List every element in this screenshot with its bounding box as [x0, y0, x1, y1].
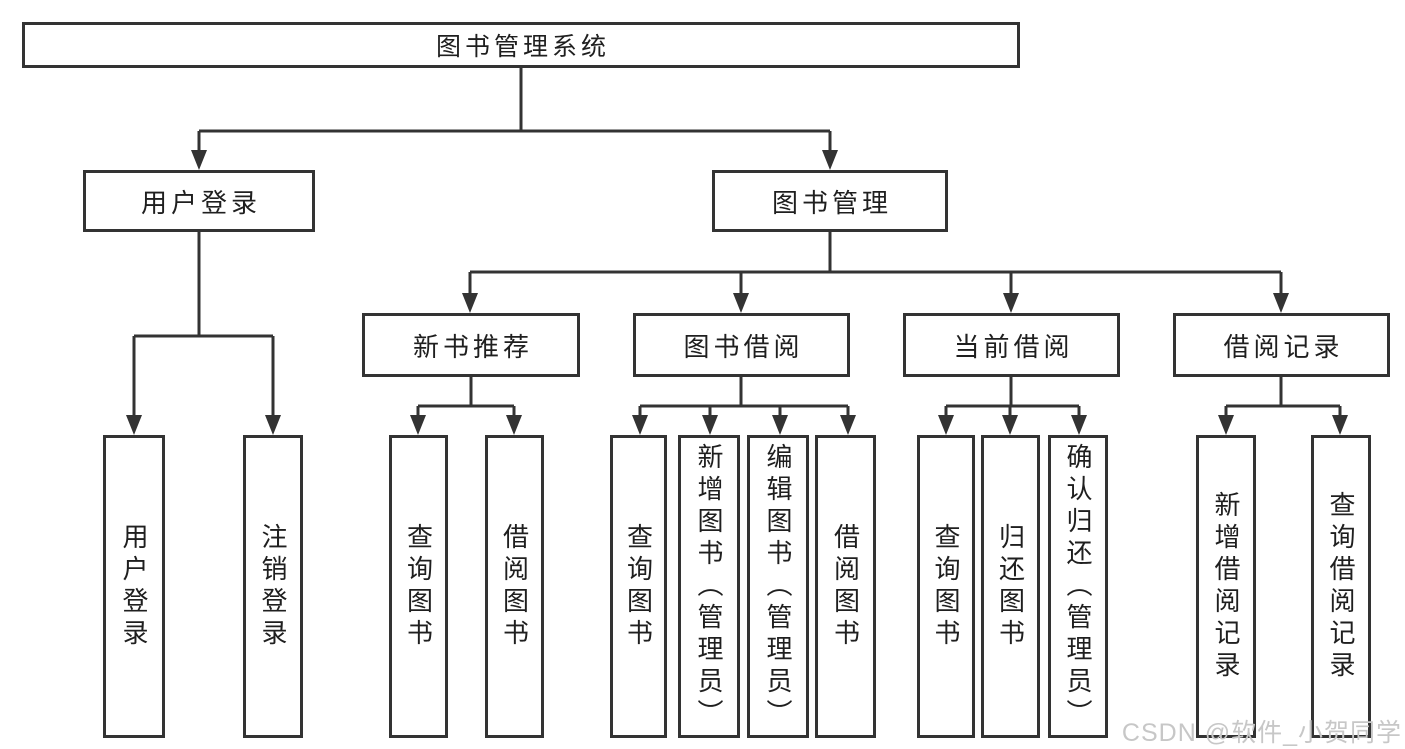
leaf-borrow-books-recommend: 借阅图书	[485, 435, 544, 738]
leaf-add-books-admin: 新增图书（管理员）	[678, 435, 740, 738]
node-book-management: 图书管理	[712, 170, 948, 232]
leaf-borrow-books-recommend-label: 借阅图书	[499, 522, 530, 651]
leaf-add-borrow-record-label: 新增借阅记录	[1211, 490, 1241, 683]
leaf-edit-books-admin-label: 编辑图书（管理员）	[763, 442, 793, 731]
node-new-book-recommend: 新书推荐	[362, 313, 580, 377]
leaf-borrow-books-borrowing-label: 借阅图书	[830, 522, 861, 651]
leaf-query-borrow-record: 查询借阅记录	[1311, 435, 1371, 738]
leaf-query-books-recommend: 查询图书	[389, 435, 448, 738]
node-user-login: 用户登录	[83, 170, 315, 232]
leaf-confirm-return-admin: 确认归还（管理员）	[1048, 435, 1108, 738]
node-borrowing-records: 借阅记录	[1173, 313, 1390, 377]
leaf-query-books-borrowing: 查询图书	[610, 435, 667, 738]
leaf-return-books: 归还图书	[981, 435, 1040, 738]
leaf-edit-books-admin: 编辑图书（管理员）	[747, 435, 809, 738]
leaf-user-login: 用户登录	[103, 435, 165, 738]
leaf-return-books-label: 归还图书	[995, 522, 1026, 651]
leaf-logout-label: 注销登录	[258, 522, 288, 651]
leaf-add-borrow-record: 新增借阅记录	[1196, 435, 1256, 738]
node-current-borrowing: 当前借阅	[903, 313, 1120, 377]
leaf-user-login-label: 用户登录	[119, 522, 149, 651]
leaf-query-books-current: 查询图书	[917, 435, 975, 738]
leaf-borrow-books-borrowing: 借阅图书	[815, 435, 876, 738]
csdn-watermark: CSDN @软件_小贺同学	[1121, 719, 1402, 747]
leaf-logout: 注销登录	[243, 435, 303, 738]
leaf-confirm-return-admin-label: 确认归还（管理员）	[1063, 442, 1093, 731]
leaf-query-borrow-record-label: 查询借阅记录	[1326, 490, 1356, 683]
node-book-borrowing: 图书借阅	[633, 313, 850, 377]
node-root: 图书管理系统	[22, 22, 1020, 68]
leaf-add-books-admin-label: 新增图书（管理员）	[694, 442, 724, 731]
leaf-query-books-borrowing-label: 查询图书	[623, 522, 654, 651]
leaf-query-books-current-label: 查询图书	[931, 522, 961, 651]
leaf-query-books-recommend-label: 查询图书	[403, 522, 434, 651]
